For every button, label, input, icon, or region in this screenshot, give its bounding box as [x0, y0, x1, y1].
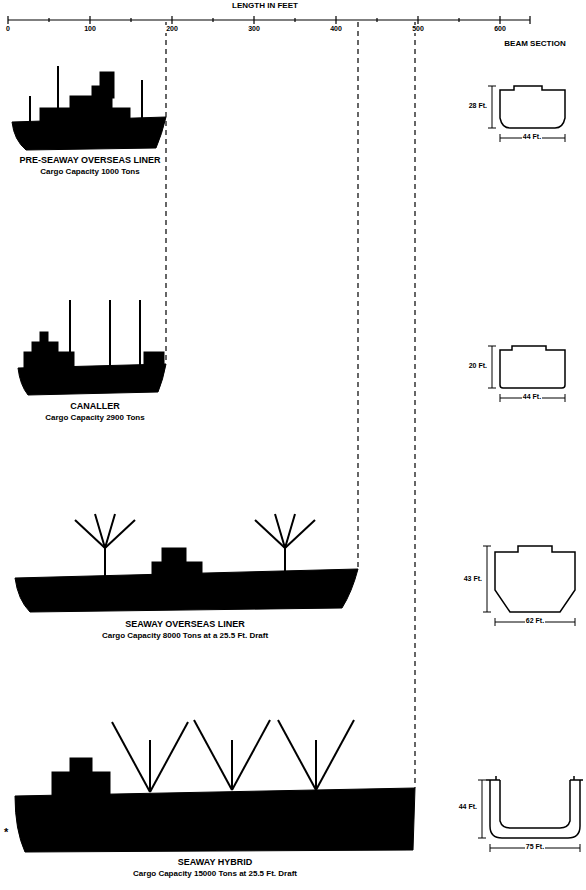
scale-number: 200	[165, 25, 179, 33]
scale-number: 300	[247, 25, 261, 33]
ship-name: SEAWAY OVERSEAS LINER	[124, 620, 246, 630]
cargo-capacity: Cargo Capacity 8000 Tons at a 25.5 Ft. D…	[101, 632, 269, 641]
ship-name: SEAWAY HYBRID	[177, 858, 254, 868]
axis-title: LENGTH IN FEET	[231, 2, 299, 11]
dimension-label: 44 Ft.	[522, 133, 542, 141]
cargo-capacity: Cargo Capacity 2900 Tons	[44, 414, 145, 423]
dimension-label: 44 Ft.	[522, 393, 542, 401]
scale-number: 100	[83, 25, 97, 33]
footnote-mark: *	[3, 826, 9, 838]
canaller-silhouette	[18, 300, 166, 395]
seaway-hybrid-silhouette	[15, 720, 415, 852]
dimension-label: 44 Ft.	[458, 803, 478, 811]
cargo-capacity: Cargo Capacity 1000 Tons	[39, 168, 140, 177]
scale-number: 0	[5, 25, 11, 33]
dimension-lines	[478, 86, 580, 852]
seaway-liner-silhouette	[15, 514, 358, 612]
length-guide-lines	[166, 22, 415, 788]
column-heading: BEAM SECTION	[503, 40, 566, 49]
pre-seaway-liner-silhouette	[12, 66, 166, 150]
dimension-label: 62 Ft.	[525, 617, 545, 625]
dimension-label: 28 Ft.	[468, 102, 488, 110]
scale-number: 500	[411, 25, 425, 33]
beam-section-outlines	[486, 86, 583, 838]
length-scale	[8, 16, 530, 24]
dimension-label: 43 Ft.	[463, 575, 483, 583]
scale-number: 400	[329, 25, 343, 33]
ship-name: PRE-SEAWAY OVERSEAS LINER	[18, 156, 161, 166]
scale-number: 600	[493, 25, 507, 33]
cargo-capacity: Cargo Capacity 15000 Tons at 25.5 Ft. Dr…	[132, 870, 298, 879]
dimension-label: 75 Ft.	[525, 843, 545, 851]
dimension-label: 20 Ft.	[468, 362, 488, 370]
ship-name: CANALLER	[69, 402, 121, 412]
